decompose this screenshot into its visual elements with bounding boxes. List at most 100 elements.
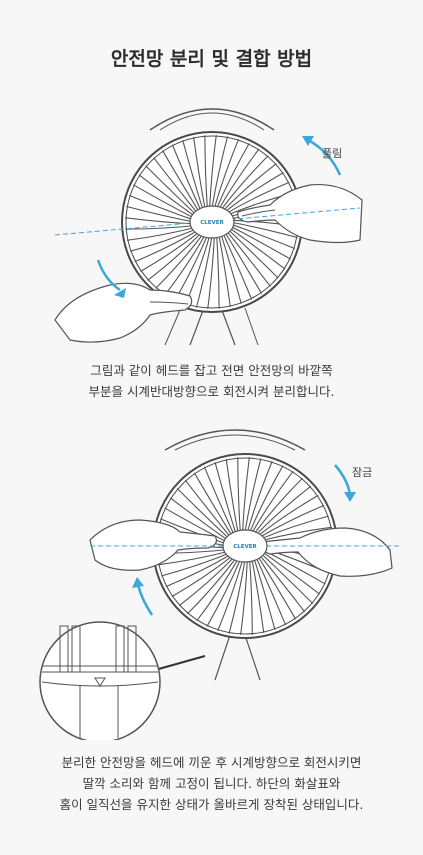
guard-spoke [195,235,213,308]
guard-spoke [138,174,196,218]
guard-spoke [237,457,241,533]
guard-spoke [255,485,312,536]
guard-spoke [225,230,271,287]
guard-spoke [126,226,196,241]
clockwise-arrow-top [334,464,352,496]
guard-spoke [204,135,208,209]
guard-spoke [222,232,253,300]
brand-logo: CLEVER [200,220,224,226]
guard-spoke [224,231,262,294]
guard-spoke [155,233,204,289]
guard-spoke [257,494,319,537]
guard-spoke [128,194,195,221]
guard-spoke [206,559,241,627]
guard-spoke [207,235,215,309]
guard-spoke [133,184,195,219]
guard-spoke [193,472,233,537]
guard-spoke [229,223,296,250]
guard-spoke [182,139,204,211]
counterclockwise-arrow-bottom [96,259,121,292]
guard-spoke [216,143,250,209]
guard-spoke [227,228,279,279]
guard-spoke [140,231,200,272]
guard-spoke [203,466,235,536]
brand-logo: CLEVER [233,544,257,550]
guard-spoke [164,507,228,543]
guard-spoke [164,234,206,296]
guard-spoke [176,488,230,540]
guard-spoke [147,232,202,281]
guard-spoke [255,556,287,626]
guard-spoke [225,458,239,534]
guard-spoke [129,228,197,252]
guard-spoke [209,135,217,209]
guard-spoke [229,221,298,239]
caption-step2-line3: 홈이 일직선을 유지한 상태가 올바르게 장착된 상태입니다. [59,797,364,812]
guard-spoke [157,550,229,566]
guard-spoke [259,504,325,538]
counterclockwise-arrow-top [307,138,342,176]
caption-step2-line2: 딸깍 소리와 함께 고정이 됩니다. 하단의 화살표와 [82,776,341,791]
caption-step1-line2: 부분을 시계반대방향으로 회전시켜 분리합니다. [88,384,335,399]
page-title: 안전망 분리 및 결합 방법 [110,48,313,70]
fan-illustration-lock: CLEVER 잠금 [39,429,400,740]
guard-spoke [251,558,265,634]
guard-spoke [220,155,269,211]
guard-spoke [220,233,242,305]
release-label: 풀림 [322,147,342,160]
guard-spoke [178,556,235,607]
guard-spoke [257,555,297,620]
guard-spoke [169,497,229,542]
guard-spoke [216,235,220,309]
guard-spoke [261,550,321,595]
guard-spoke [193,136,206,210]
guard-spoke [253,557,276,630]
guard-spoke [224,172,284,213]
guard-spoke [218,148,260,210]
guard-spoke [249,465,284,533]
guard-spoke [228,226,286,270]
guard-spoke [161,552,230,577]
guard-spoke [261,526,333,542]
guard-spoke [214,462,237,535]
guard-spoke [160,518,228,545]
caption-step1: 그림과 같이 헤드를 잡고 전면 안전망의 바깥쪽 부분을 시계반대방향으로 회… [0,360,423,402]
caption-step2-line1: 분리한 안전망을 헤드에 끼운 후 시계방향으로 회전시키면 [61,755,362,770]
clockwise-arrow-bottom [136,584,154,616]
guard-spoke [134,230,198,263]
guard-spoke [211,136,229,209]
guard-spoke [184,479,232,538]
zoom-detail-circle [39,621,161,740]
guard-spoke [240,559,248,635]
guard-spoke [260,552,314,604]
caption-step1-line1: 그림과 같이 헤드를 잡고 전면 안전망의 바깥쪽 [90,363,333,378]
guard-spoke [162,150,200,213]
guard-spoke [213,138,240,209]
guard-spoke [260,515,329,540]
guard-spoke [187,557,237,615]
guard-spoke [218,234,231,308]
caption-step2: 분리한 안전망을 헤드에 끼운 후 시계방향으로 회전시키면 딸깍 소리와 함께… [0,752,423,815]
guard-spoke [196,558,239,622]
guard-spoke [126,205,195,223]
guard-spoke [249,559,253,635]
guard-spoke [125,225,195,230]
guard-spoke [165,554,231,588]
guard-spoke [228,559,246,634]
guard-spoke [229,225,291,260]
guard-spoke [171,144,202,212]
guard-spoke [246,461,273,533]
guard-spoke [153,157,199,214]
fan-illustration-release: CLEVER 풀림 [54,108,363,346]
guard-spoke [226,181,290,214]
lock-label: 잠금 [352,466,372,479]
guard-spoke [125,217,195,225]
left-hand-drawing [89,519,218,571]
zoom-detail-content [41,625,159,738]
guard-spoke [171,555,233,598]
guard-spoke [244,458,262,533]
guard-spoke [253,477,303,535]
guard-spoke [222,163,277,212]
guard-spoke [242,457,250,533]
guard-spoke [217,559,244,631]
